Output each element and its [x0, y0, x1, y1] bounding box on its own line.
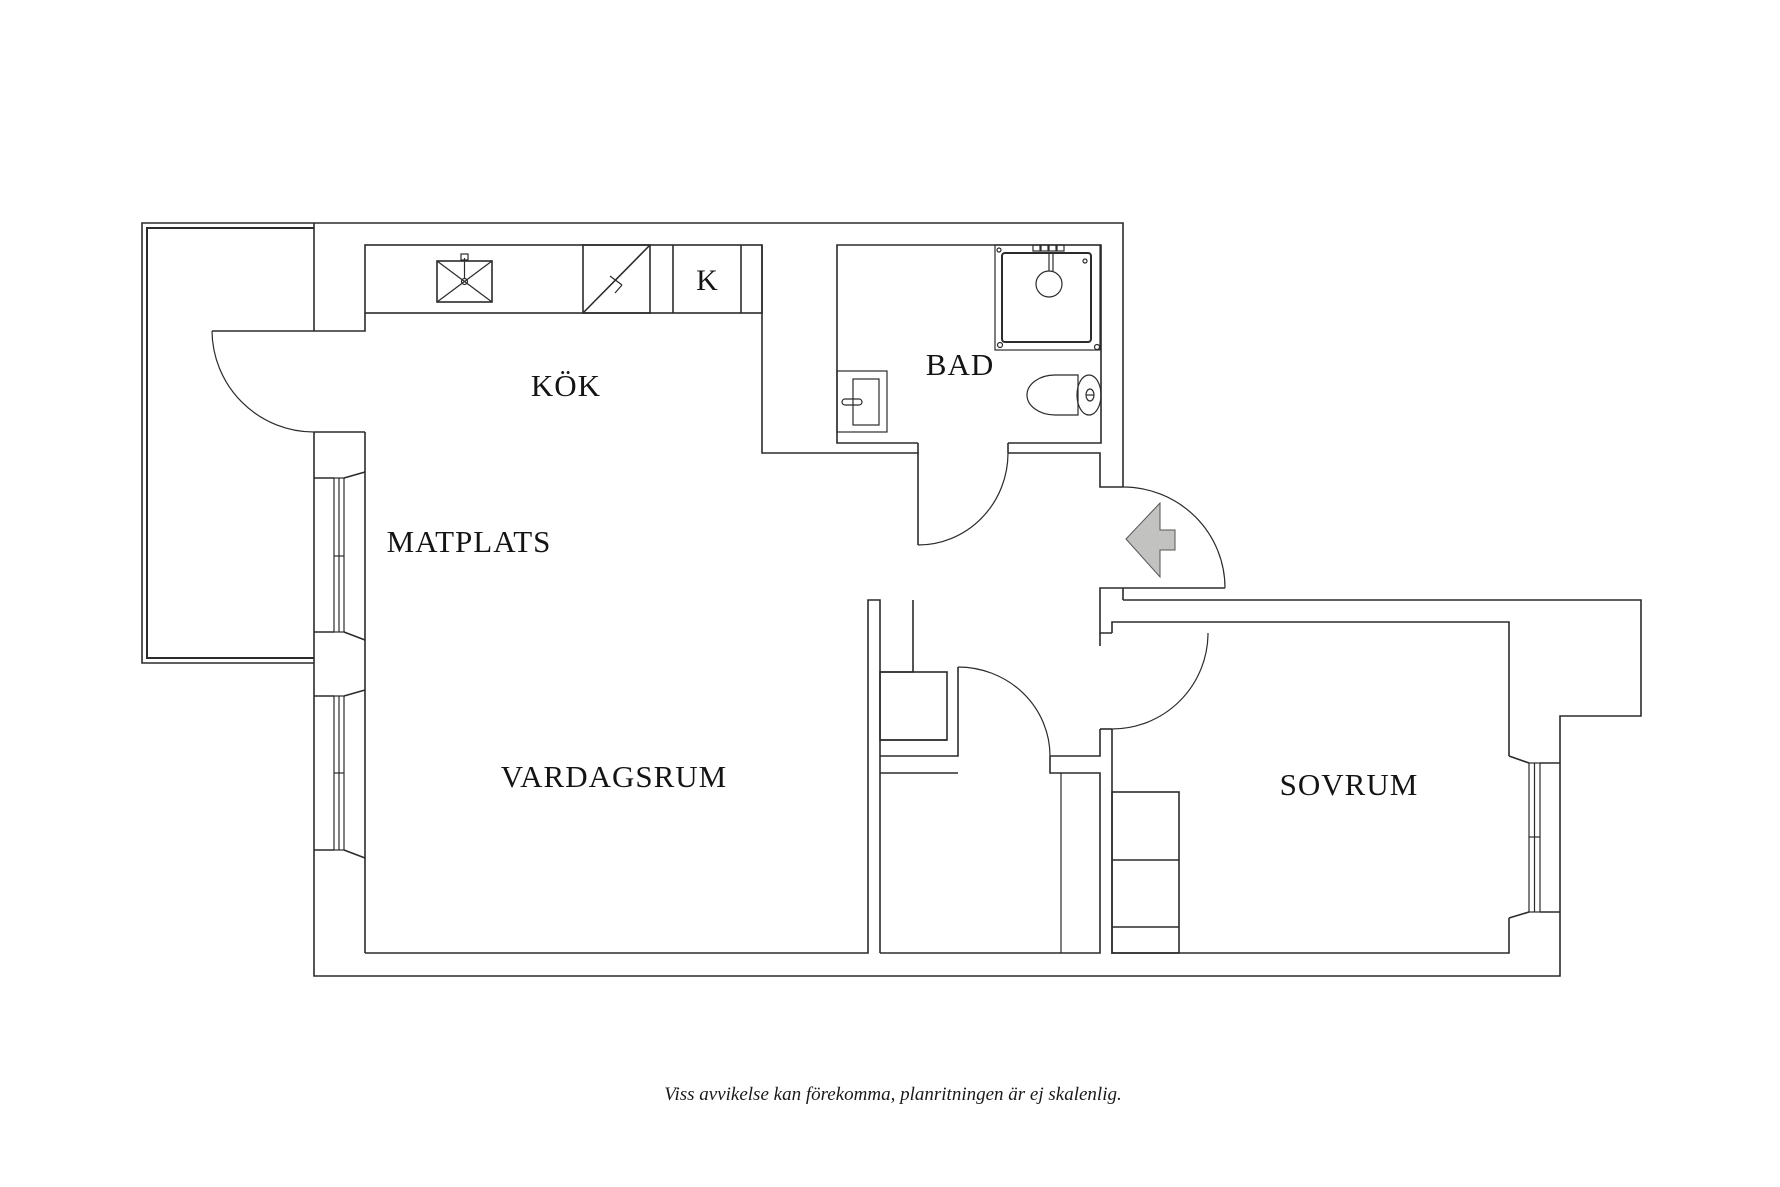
- room-label-vardagsrum: VARDAGSRUM: [501, 759, 728, 794]
- fridge-label: K: [696, 264, 718, 297]
- bedroom: SOVRUM: [1100, 621, 1560, 954]
- balcony-door: [211, 330, 315, 433]
- entrance: [1099, 486, 1226, 634]
- west-window-2: [314, 689, 366, 859]
- east-window: [1508, 755, 1560, 919]
- disclaimer-text: Viss avvikelse kan förekomma, planritnin…: [664, 1084, 1121, 1105]
- hall-closets: [879, 600, 1101, 757]
- balcony: [141, 222, 314, 664]
- outer-walls: [313, 222, 1642, 977]
- room-label-sovrum: SOVRUM: [1280, 767, 1419, 802]
- room-label-bad: BAD: [926, 347, 994, 382]
- toilet-icon: [1026, 374, 1102, 416]
- room-label-matplats: MATPLATS: [387, 524, 552, 559]
- entrance-arrow-icon: [1125, 501, 1176, 579]
- bathroom: BAD: [836, 244, 1123, 546]
- living-kitchen-walls: [314, 245, 919, 954]
- stove-icon: [582, 244, 651, 314]
- bathroom-door: [917, 452, 1009, 546]
- wardrobe: [1111, 791, 1180, 954]
- storage-room: [880, 756, 1101, 954]
- room-label-kok: KÖK: [531, 368, 601, 403]
- kitchen-counter: K: [364, 244, 763, 314]
- kitchen-sink-icon: [436, 253, 493, 303]
- shower-icon: [994, 244, 1101, 351]
- west-window-1: [314, 471, 366, 641]
- washbasin-icon: [836, 370, 888, 433]
- bedroom-door: [1111, 632, 1209, 730]
